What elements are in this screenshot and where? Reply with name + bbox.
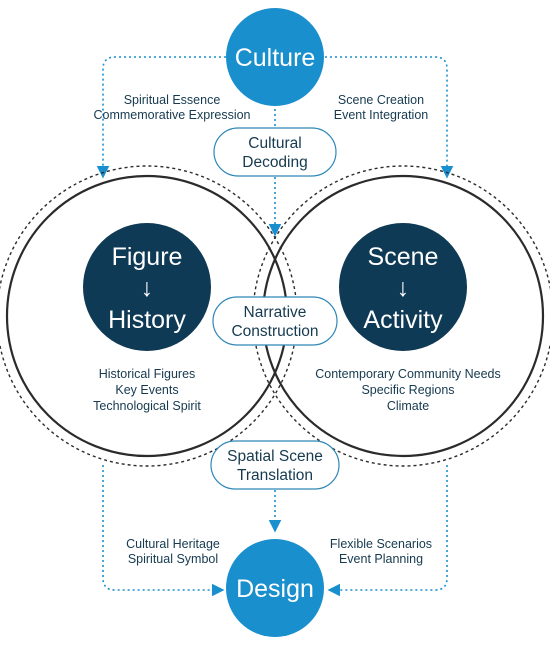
culture-to-left-connector [96,56,226,179]
culture-right-line-1: Scene Creation [338,93,424,107]
left-circle-line-1: Historical Figures [99,367,196,381]
design-right-line-1: Flexible Scenarios [330,537,432,551]
narrative-construction-pill-shape [212,296,338,346]
design-right-labels: Flexible Scenarios Event Planning [330,537,432,566]
cultural-decoding-line-2: Decoding [242,154,308,171]
scene-activity-arrow: ↓ [397,274,410,302]
cultural-decoding-pill: Cultural Decoding [213,127,337,177]
culture-left-labels: Spiritual Essence Commemorative Expressi… [94,93,251,122]
culture-hub-label: Culture [235,44,316,72]
narrative-construction-pill: Narrative Construction [212,296,338,346]
culture-left-line-1: Spiritual Essence [124,93,221,107]
culture-left-line-2: Commemorative Expression [94,108,251,122]
culture-to-right-connector [325,56,454,179]
culture-right-labels: Scene Creation Event Integration [334,93,429,122]
spatial-scene-translation-pill: Spatial Scene Translation [210,440,340,490]
left-to-design-connector [102,465,225,597]
narrative-construction-line-1: Narrative [244,304,307,321]
scene-activity-core-circle [339,223,467,351]
connector-lines [96,56,454,597]
activity-label: Activity [363,306,443,334]
spatial-scene-translation-line-1: Spatial Scene [227,448,323,465]
culture-hub-circle [226,8,324,106]
left-circle-labels: Historical Figures Key Events Technologi… [93,367,201,413]
design-hub-circle [226,539,324,637]
cultural-decoding-pill-shape [213,127,337,177]
spatial-scene-translation-pill-shape [210,440,340,490]
right-circle-line-3: Climate [387,399,429,413]
right-circle-line-2: Specific Regions [361,383,454,397]
scene-label: Scene [368,243,439,271]
figure-history-arrow: ↓ [141,274,154,302]
design-left-labels: Cultural Heritage Spiritual Symbol [126,537,220,566]
history-label: History [108,306,186,334]
design-right-line-2: Event Planning [339,552,423,566]
culture-hub: Culture [226,8,324,106]
design-hub: Design [226,539,324,637]
culture-right-line-2: Event Integration [334,108,429,122]
figure-history-core-circle [83,223,211,351]
figure-label: Figure [112,243,183,271]
scene-activity-core: Scene ↓ Activity [339,223,467,351]
left-circle-line-2: Key Events [115,383,178,397]
figure-history-core: Figure ↓ History [83,223,211,351]
cultural-decoding-line-1: Cultural [248,135,301,152]
right-circle-labels: Contemporary Community Needs Specific Re… [315,367,501,413]
right-to-design-connector [327,465,448,597]
left-circle-line-3: Technological Spirit [93,399,201,413]
design-hub-label: Design [236,575,314,603]
right-outer-dashed-ring [252,165,550,467]
right-circle-line-1: Contemporary Community Needs [315,367,501,381]
spatial-scene-translation-line-2: Translation [237,467,313,484]
design-left-line-1: Cultural Heritage [126,537,220,551]
design-left-line-2: Spiritual Symbol [128,552,218,566]
narrative-construction-line-2: Construction [231,323,318,340]
